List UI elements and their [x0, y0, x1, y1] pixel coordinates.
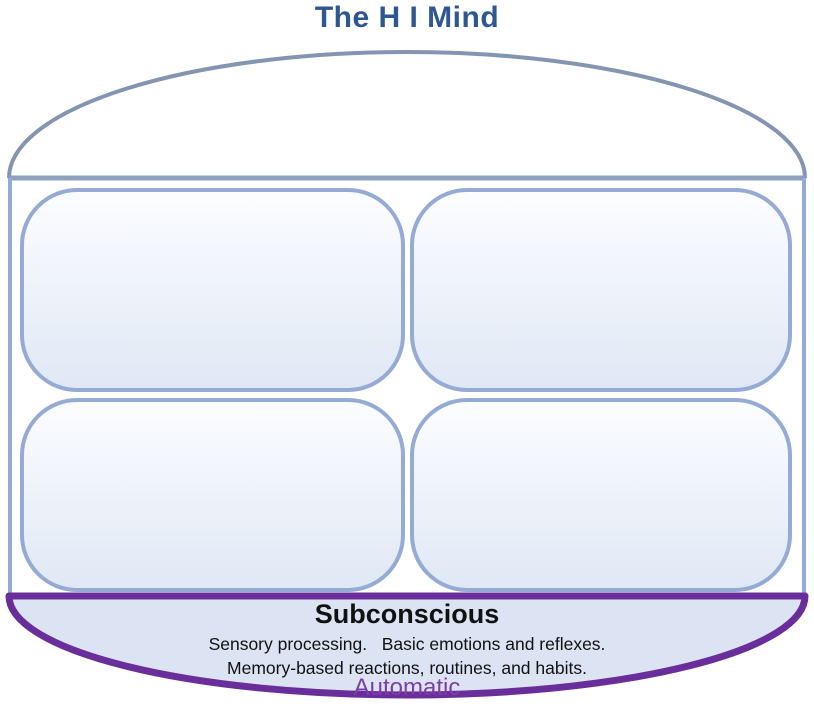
top-right-box: [410, 188, 792, 392]
diagram-title: The H I Mind: [314, 1, 500, 34]
bottom-right-box: [410, 398, 792, 592]
top-left-box: [20, 188, 405, 392]
subconscious-heading: Subconscious: [314, 599, 500, 629]
subconscious-description-line-1: Sensory processing. Basic emotions and r…: [208, 634, 606, 654]
subconscious-band: [5, 592, 809, 699]
mind-dome-arc: [7, 50, 807, 179]
bottom-left-box: [20, 398, 405, 592]
subconscious-description-line-2: Memory-based reactions, routines, and ha…: [227, 658, 587, 678]
automatic-label: Automatic: [353, 674, 461, 701]
